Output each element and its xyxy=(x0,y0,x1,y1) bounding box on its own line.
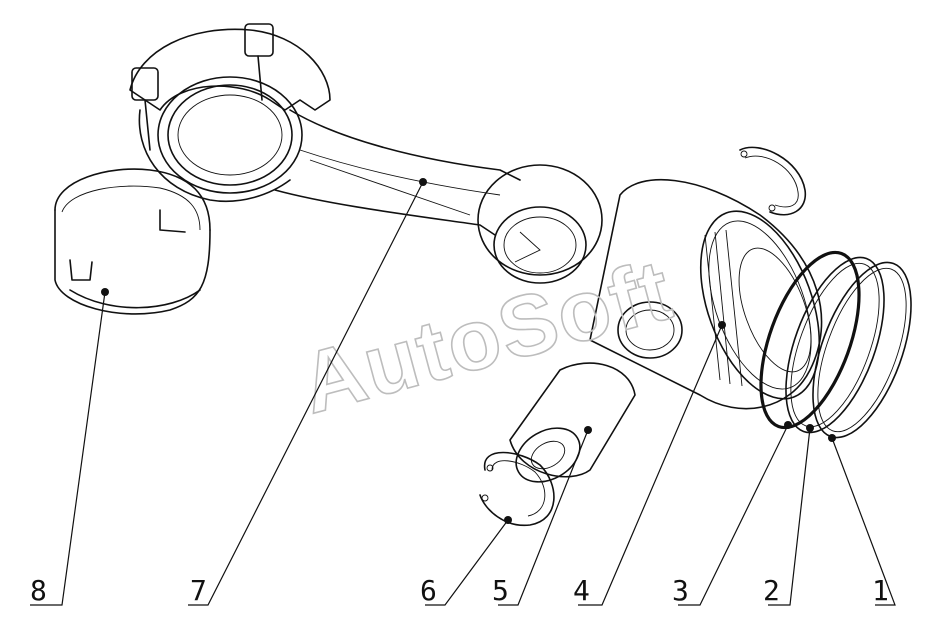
dot-4 xyxy=(718,321,726,329)
dot-2 xyxy=(806,424,814,432)
dot-8 xyxy=(101,288,109,296)
callout-labels: 8 7 6 5 4 3 2 1 xyxy=(30,574,889,607)
callout-3: 3 xyxy=(672,574,689,607)
callout-8: 8 xyxy=(30,574,47,607)
piston-ring-3 xyxy=(759,250,861,430)
dot-1 xyxy=(828,434,836,442)
circlip-upper xyxy=(739,146,806,216)
piston-pin xyxy=(509,362,636,483)
leader-lines xyxy=(30,181,896,606)
piston-ring-2 xyxy=(785,256,885,434)
callout-4: 4 xyxy=(573,574,590,607)
bearing-shell xyxy=(54,168,211,315)
callout-1: 1 xyxy=(872,574,889,607)
callout-2: 2 xyxy=(763,574,780,607)
dot-7 xyxy=(419,178,427,186)
connecting-rod xyxy=(129,23,603,284)
leader-dots xyxy=(101,178,836,524)
dot-6 xyxy=(504,516,512,524)
callout-7: 7 xyxy=(190,574,207,607)
dot-5 xyxy=(584,426,592,434)
dot-3 xyxy=(784,421,792,429)
circlip-lower xyxy=(479,451,555,527)
watermark-text: AutoSoft xyxy=(291,241,682,432)
piston xyxy=(589,178,823,410)
callout-5: 5 xyxy=(492,574,509,607)
callout-6: 6 xyxy=(420,574,437,607)
